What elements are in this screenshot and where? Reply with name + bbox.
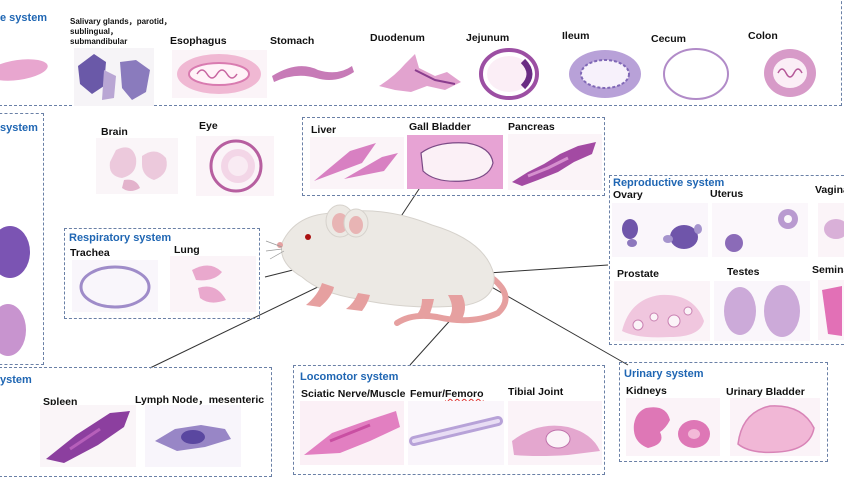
tissue-testes [714, 281, 810, 341]
urinary-system-title: Urinary system [624, 368, 704, 380]
connector-urinary [487, 284, 629, 366]
tissue-nervous-partial-1 [0, 226, 30, 278]
digestive-system-box [0, 0, 842, 106]
tissue-lung [170, 256, 256, 312]
nervous-system-title: system [0, 122, 38, 134]
label-ileum: Ileum [562, 30, 590, 42]
label-eye: Eye [199, 120, 218, 132]
tissue-stomach [272, 66, 354, 82]
tissue-colon [764, 49, 816, 97]
label-uterus: Uterus [710, 188, 744, 200]
tissue-salivary-glands [74, 48, 154, 106]
tissue-ovary [612, 203, 708, 257]
tissue-sciatic-nerve [300, 401, 404, 465]
tissue-uterus [712, 203, 808, 257]
tissue-trachea [72, 260, 158, 312]
tissue-liver [310, 137, 404, 189]
digestive-system-title: e system [0, 12, 48, 24]
tissue-vagina-partial [818, 203, 844, 257]
urinary-system-box [619, 362, 828, 462]
tissue-esophagus [172, 50, 267, 98]
tissue-femur [408, 401, 504, 465]
label-colon: Colon [748, 30, 778, 42]
tissue-jejunum [479, 48, 539, 100]
locomotor-system-title: Locomotor system [300, 371, 399, 383]
nervous-system-box [0, 113, 44, 365]
reproductive-system-box [609, 175, 844, 345]
label-duodenum: Duodenum [370, 32, 425, 44]
label-lung: Lung [174, 244, 200, 256]
label-testes: Testes [727, 266, 760, 278]
tissue-urinary-bladder [730, 398, 820, 456]
respiratory-system-title: Respiratory system [69, 232, 172, 244]
label-trachea: Trachea [70, 247, 110, 259]
label-kidneys: Kidneys [626, 385, 667, 397]
tissue-duodenum [379, 54, 461, 92]
tissue-cecum [663, 48, 729, 100]
label-femur: Femur/Femoro [410, 388, 484, 400]
label-ovary: Ovary [613, 189, 643, 201]
tissue-ileum [569, 50, 641, 98]
tissue-nervous-partial-2 [0, 304, 26, 356]
tissue-tibial-joint [508, 401, 602, 465]
tissue-prostate [614, 281, 710, 341]
label-tibial-joint: Tibial Joint [508, 386, 564, 398]
tissue-brain [96, 138, 178, 194]
label-cecum: Cecum [651, 33, 687, 45]
label-stomach: Stomach [270, 35, 315, 47]
hepatic-box [302, 117, 605, 196]
label-seminal: Semina [812, 264, 844, 276]
label-lymph-node: Lymph Node，mesenteric [135, 394, 265, 406]
tissue-gall-bladder [407, 135, 503, 189]
label-urinary-bladder: Urinary Bladder [726, 386, 805, 398]
tissue-eye [196, 136, 274, 196]
tissue-pancreas [508, 134, 602, 190]
tissue-kidneys [626, 398, 720, 456]
label-pancreas: Pancreas [508, 121, 555, 133]
lymphatic-system-title: ystem [0, 374, 32, 386]
label-sciatic-nerve: Sciatic Nerve/Muscle [301, 388, 406, 400]
label-brain: Brain [101, 126, 128, 138]
label-gall-bladder: Gall Bladder [409, 121, 471, 133]
tissue-seminal-partial [818, 280, 844, 340]
tissue-lymph-node [145, 405, 241, 467]
reproductive-system-title: Reproductive system [613, 177, 725, 189]
tissue-spleen [40, 405, 136, 467]
label-liver: Liver [311, 124, 337, 136]
tissue-digestive-partial [0, 59, 48, 81]
label-prostate: Prostate [617, 268, 660, 280]
connector-reproductive [487, 264, 609, 274]
label-vagina: Vagina [815, 184, 844, 196]
label-salivary-glands: Salivary glands，parotid，sublingual，subma… [70, 17, 172, 46]
label-jejunum: Jejunum [466, 32, 510, 44]
mouse-illustration [265, 204, 509, 326]
label-esophagus: Esophagus [170, 35, 227, 47]
respiratory-system-box [64, 228, 260, 319]
